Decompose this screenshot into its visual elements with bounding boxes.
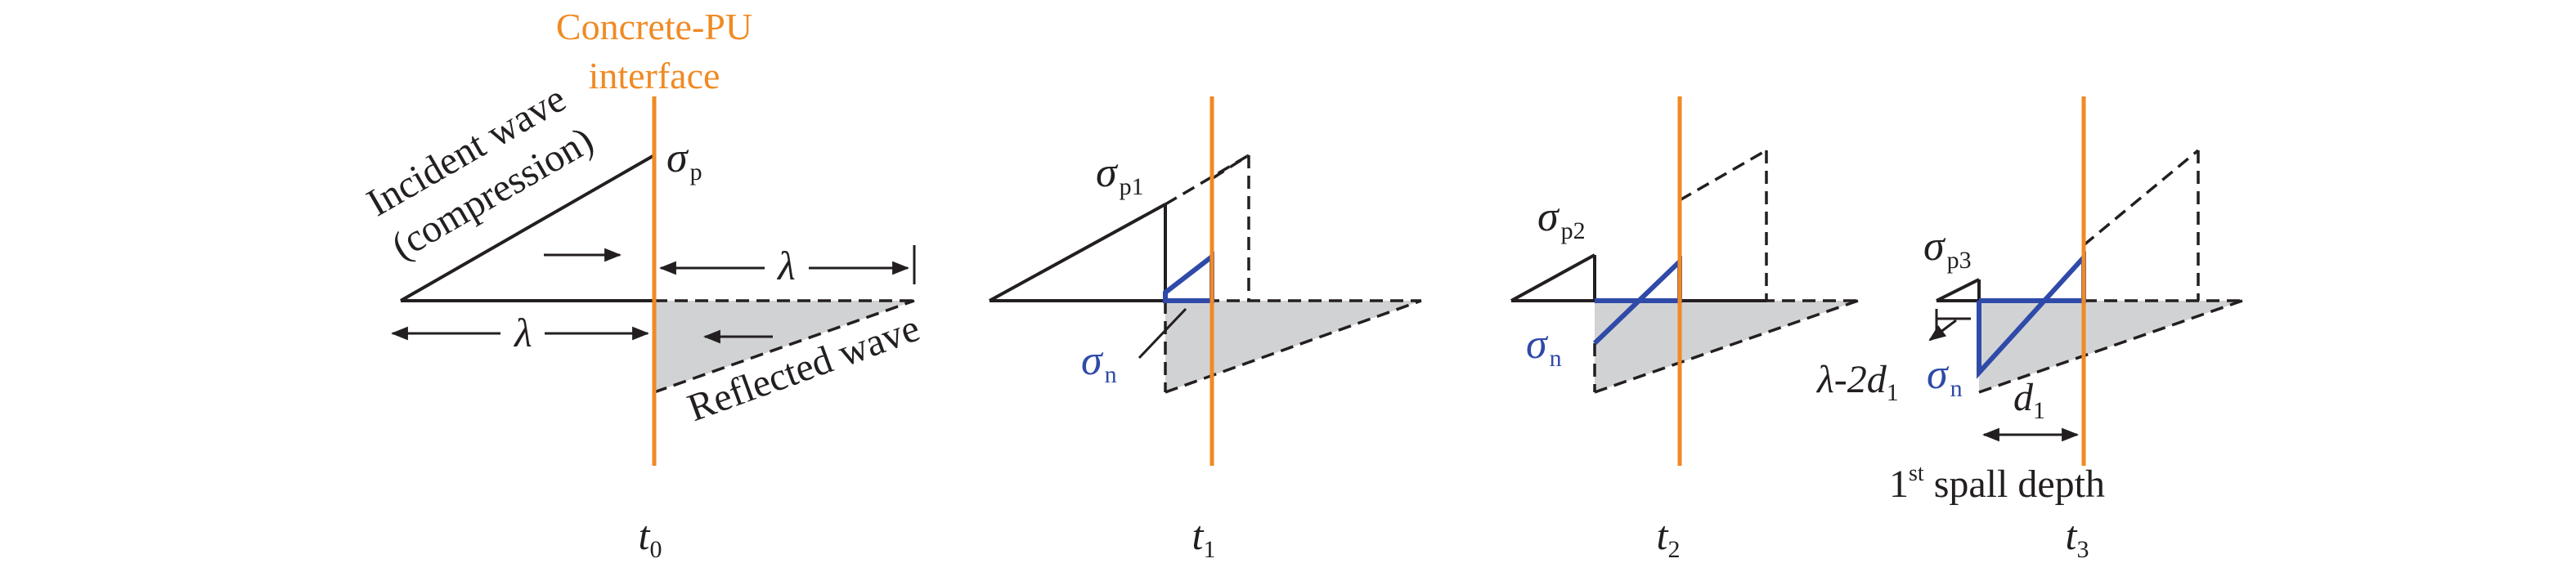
d1-label: d1 bbox=[2013, 376, 2045, 424]
lambda-minus-2d1-label: λ-2d1 bbox=[1815, 358, 1899, 406]
incident-wave-slope bbox=[1936, 278, 1980, 302]
spall-arrow bbox=[1928, 319, 1957, 342]
dashed-reflected-slope bbox=[1978, 299, 2243, 394]
dashed-reflected-slope bbox=[1594, 299, 1859, 394]
sigma-n-leader bbox=[1138, 307, 1187, 360]
lambda-label-upper: λ bbox=[776, 243, 796, 288]
time-label-t3: t3 bbox=[2066, 512, 2089, 563]
transmitted-wave bbox=[1163, 251, 1214, 303]
spall-depth-label: 1st spall depth bbox=[1889, 461, 2105, 506]
interface-label-line1: Concrete-PU bbox=[556, 6, 752, 47]
dashed-reflected-slope bbox=[1165, 299, 1422, 394]
lambda-label-lower: λ bbox=[513, 310, 532, 355]
time-label-t1: t1 bbox=[1192, 512, 1216, 563]
interface-label-line2: interface bbox=[589, 55, 720, 96]
panel-t0: λ λ Concrete-PU interface Incident wave … bbox=[360, 6, 925, 466]
incident-wave-slope bbox=[989, 203, 1166, 302]
dashed-incident-slope bbox=[1165, 154, 1250, 206]
reflected-wave-dashed-slope bbox=[653, 299, 915, 394]
incident-wave-slope bbox=[1510, 253, 1595, 302]
incident-wave-slope bbox=[400, 154, 655, 302]
dashed-incident-slope-ext bbox=[1212, 154, 1250, 180]
time-label-t2: t2 bbox=[1657, 512, 1681, 563]
dashed-incident-slope bbox=[2082, 149, 2200, 247]
time-label-t0: t0 bbox=[639, 512, 662, 563]
dashed-incident-slope bbox=[1679, 149, 1767, 202]
